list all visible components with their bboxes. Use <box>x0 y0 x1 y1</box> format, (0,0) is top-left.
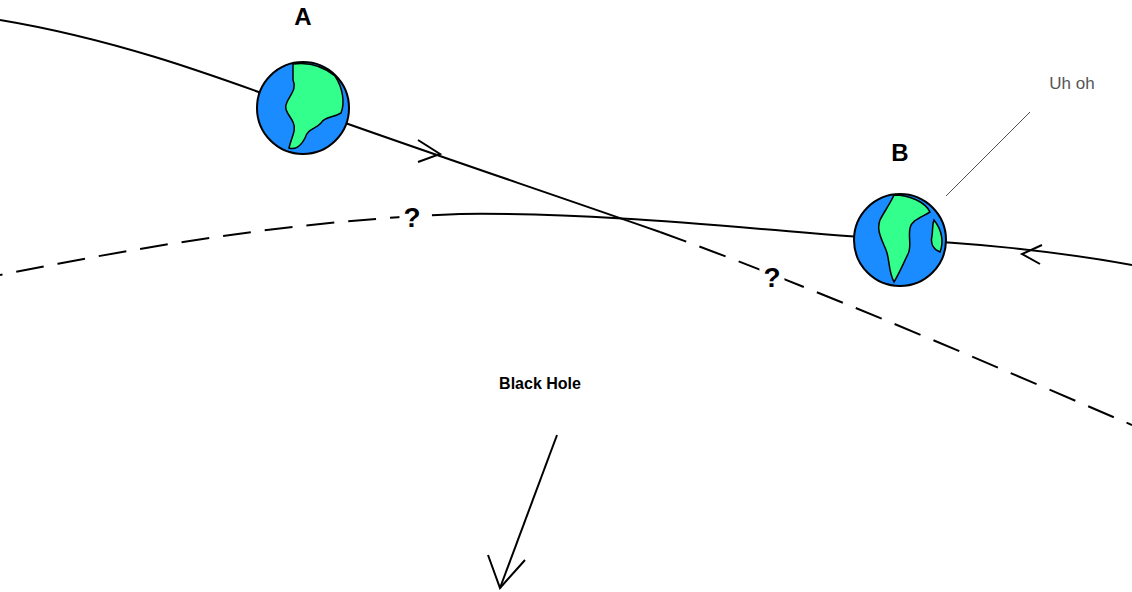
earth-outline <box>854 194 946 286</box>
direction-arrow <box>418 140 440 162</box>
planet-letter: B <box>850 138 950 168</box>
planet-letter: A <box>253 2 353 32</box>
question-mark: ? <box>759 263 784 294</box>
ocean <box>257 62 349 154</box>
pointer-arrowhead <box>488 555 525 588</box>
continent <box>931 220 942 252</box>
pointer-arrow <box>500 435 557 588</box>
continent <box>879 195 930 282</box>
earth-icon <box>850 190 950 290</box>
earth-outline <box>257 62 349 154</box>
trajectory-b <box>460 214 1132 265</box>
leader-line <box>946 112 1030 196</box>
direction-arrow <box>1022 245 1042 264</box>
question-mark: ? <box>399 203 424 234</box>
earth-icon <box>253 58 353 158</box>
trajectory-a <box>0 20 660 232</box>
planet-earth: B <box>850 138 950 290</box>
ocean <box>854 194 946 286</box>
trajectory-b-predicted <box>0 214 460 275</box>
continent <box>286 64 343 149</box>
planet-earth: A <box>253 2 353 158</box>
object-label: Black Hole <box>499 375 581 393</box>
callout-text: Uh oh <box>1049 74 1094 94</box>
